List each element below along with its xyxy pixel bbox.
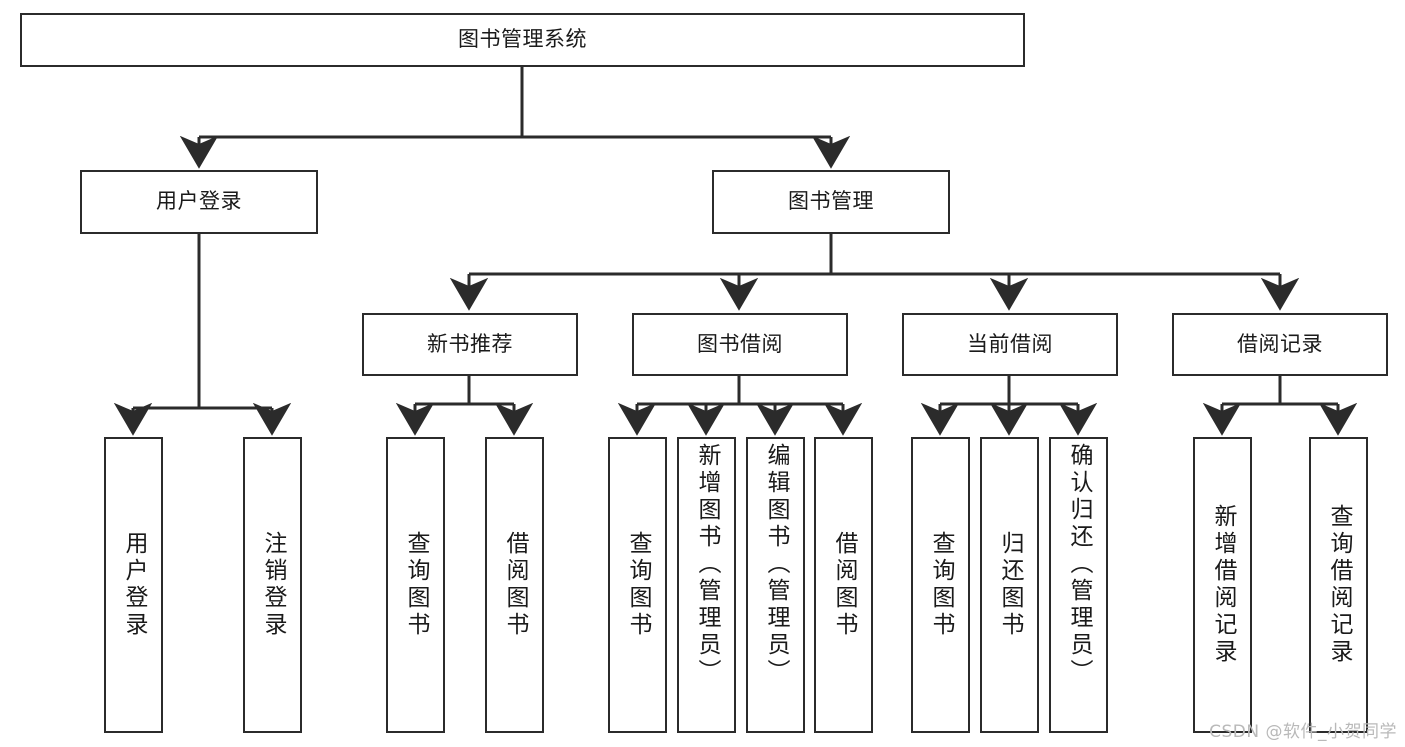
csdn-watermark: CSDN @软件_小贺同学 bbox=[1209, 722, 1397, 742]
leaf-bb-edit-book-label: 编辑图书（管理员） bbox=[763, 443, 789, 686]
leaf-cb-query-book[interactable]: 查询图书 bbox=[911, 437, 970, 733]
node-new-book-recommend[interactable]: 新书推荐 bbox=[362, 313, 578, 376]
node-current-borrow-label: 当前借阅 bbox=[967, 331, 1053, 356]
leaf-cb-return-book[interactable]: 归还图书 bbox=[980, 437, 1039, 733]
leaf-bb-add-book[interactable]: 新增图书（管理员） bbox=[677, 437, 736, 733]
leaf-br-add-record[interactable]: 新增借阅记录 bbox=[1193, 437, 1252, 733]
leaf-bb-borrow-book[interactable]: 借阅图书 bbox=[814, 437, 873, 733]
leaf-bb-query-book-label: 查询图书 bbox=[625, 531, 651, 639]
leaf-nb-query-book[interactable]: 查询图书 bbox=[386, 437, 445, 733]
leaf-br-query-record[interactable]: 查询借阅记录 bbox=[1309, 437, 1368, 733]
node-user-login-label: 用户登录 bbox=[156, 189, 242, 214]
node-book-borrow-label: 图书借阅 bbox=[697, 331, 783, 356]
leaf-user-login[interactable]: 用户登录 bbox=[104, 437, 163, 733]
leaf-br-add-record-label: 新增借阅记录 bbox=[1210, 504, 1236, 666]
node-borrow-record[interactable]: 借阅记录 bbox=[1172, 313, 1388, 376]
node-current-borrow[interactable]: 当前借阅 bbox=[902, 313, 1118, 376]
leaf-cb-query-book-label: 查询图书 bbox=[928, 531, 954, 639]
leaf-nb-borrow-book-label: 借阅图书 bbox=[502, 531, 528, 639]
node-root-system-label: 图书管理系统 bbox=[458, 27, 587, 52]
node-book-manage-label: 图书管理 bbox=[788, 189, 874, 214]
leaf-br-query-record-label: 查询借阅记录 bbox=[1326, 504, 1352, 666]
leaf-bb-query-book[interactable]: 查询图书 bbox=[608, 437, 667, 733]
node-book-borrow[interactable]: 图书借阅 bbox=[632, 313, 848, 376]
leaf-cb-confirm-return-label: 确认归还（管理员） bbox=[1066, 443, 1092, 686]
leaf-logout-label: 注销登录 bbox=[260, 531, 286, 639]
leaf-bb-edit-book[interactable]: 编辑图书（管理员） bbox=[746, 437, 805, 733]
node-book-manage[interactable]: 图书管理 bbox=[712, 170, 950, 234]
leaf-bb-borrow-book-label: 借阅图书 bbox=[831, 531, 857, 639]
node-root-system[interactable]: 图书管理系统 bbox=[20, 13, 1025, 67]
leaf-bb-add-book-label: 新增图书（管理员） bbox=[694, 443, 720, 686]
leaf-logout[interactable]: 注销登录 bbox=[243, 437, 302, 733]
leaf-user-login-label: 用户登录 bbox=[121, 531, 147, 639]
leaf-nb-query-book-label: 查询图书 bbox=[403, 531, 429, 639]
node-borrow-record-label: 借阅记录 bbox=[1237, 331, 1323, 356]
node-new-book-recommend-label: 新书推荐 bbox=[427, 331, 513, 356]
leaf-nb-borrow-book[interactable]: 借阅图书 bbox=[485, 437, 544, 733]
leaf-cb-return-book-label: 归还图书 bbox=[997, 531, 1023, 639]
leaf-cb-confirm-return[interactable]: 确认归还（管理员） bbox=[1049, 437, 1108, 733]
node-user-login[interactable]: 用户登录 bbox=[80, 170, 318, 234]
